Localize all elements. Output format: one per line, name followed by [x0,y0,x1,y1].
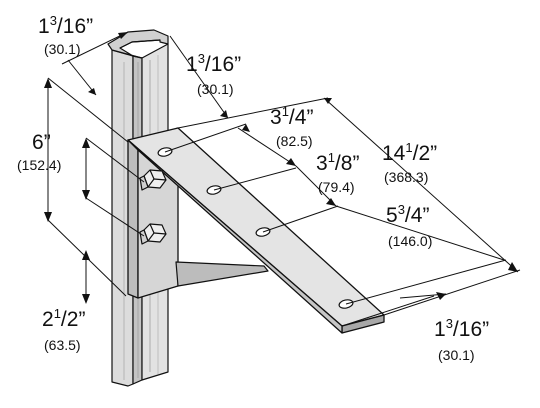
label-channel-width-top: 13/16” (30.1) [38,13,93,57]
svg-text:(82.5): (82.5) [276,133,313,149]
diagonal-brace [175,261,269,287]
svg-text:13/16”: 13/16” [186,51,241,76]
label-second-hole-spacing: 31/8” (79.4) [316,150,359,195]
bracket-back-plate [127,127,179,299]
svg-text:(63.5): (63.5) [44,337,81,353]
dimension-lines [47,31,521,327]
dimension-arrows [44,32,518,304]
bolts [139,169,167,245]
label-bracket-height: 6” (152.4) [17,131,61,173]
svg-text:(30.1): (30.1) [197,81,234,97]
label-channel-width-right: 13/16” (30.1) [186,51,241,97]
dimension-labels: 13/16” (30.1) 13/16” (30.1) 31/4” (82.5)… [17,13,489,363]
svg-text:31/8”: 31/8” [316,150,359,175]
svg-text:(30.1): (30.1) [438,347,475,363]
label-arm-end-width: 13/16” (30.1) [434,316,489,363]
svg-text:6”: 6” [32,131,51,154]
svg-text:(79.4): (79.4) [318,179,355,195]
svg-text:13/16”: 13/16” [38,13,93,38]
label-first-hole-spacing: 31/4” (82.5) [270,104,313,149]
svg-text:13/16”: 13/16” [434,316,489,341]
upper-bolt [139,169,167,191]
label-bolt-spacing: 21/2” (63.5) [42,306,85,353]
svg-text:21/2”: 21/2” [42,306,85,331]
svg-text:(30.1): (30.1) [44,41,81,57]
lower-bolt [139,223,167,245]
svg-text:31/4”: 31/4” [270,104,313,129]
label-third-hole-spacing: 53/4” (146.0) [386,202,432,249]
svg-text:53/4”: 53/4” [386,202,429,227]
svg-text:(152.4): (152.4) [17,157,61,173]
svg-text:(146.0): (146.0) [388,233,432,249]
svg-text:(368.3): (368.3) [384,169,428,185]
label-overall-length: 141/2” (368.3) [382,140,437,185]
svg-text:141/2”: 141/2” [382,140,437,165]
